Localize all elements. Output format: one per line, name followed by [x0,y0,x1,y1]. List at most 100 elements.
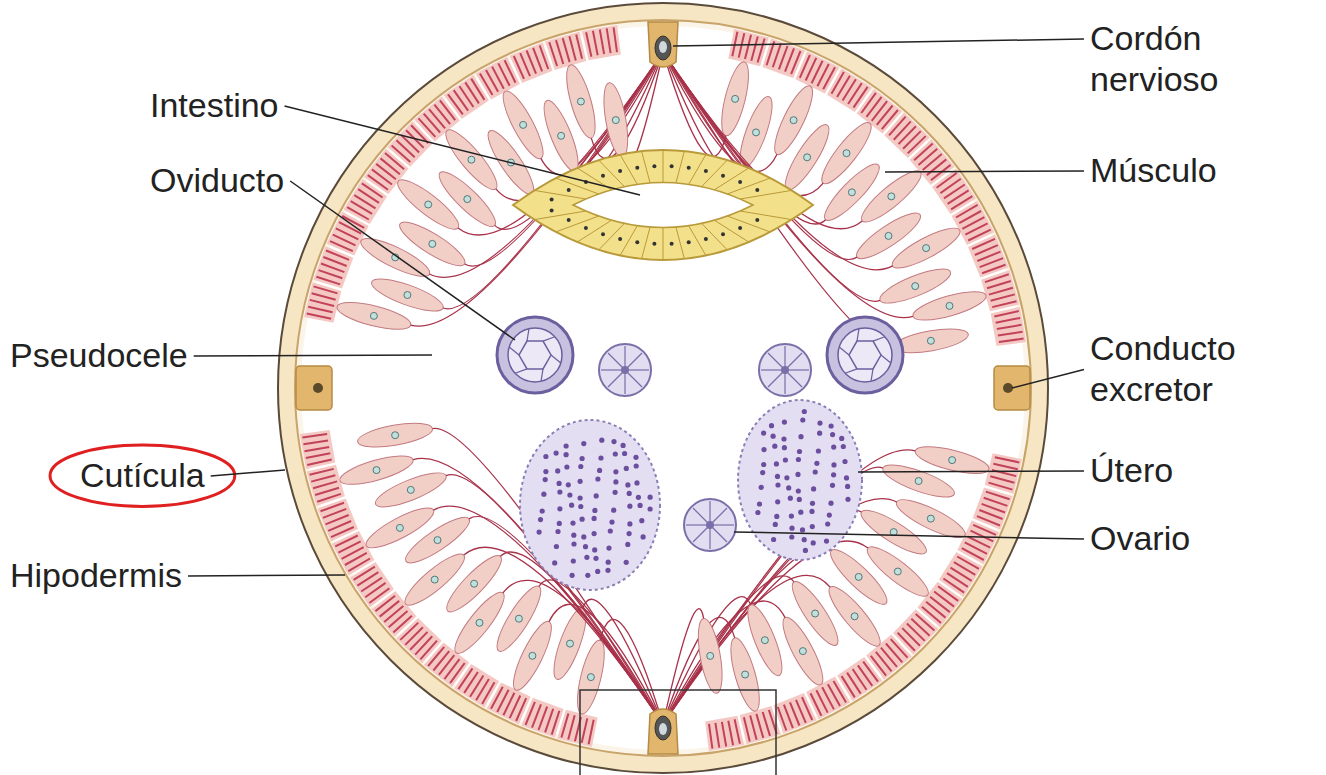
part-label: Hipodermis [10,555,182,596]
muscle-striation [396,140,414,157]
egg [798,510,803,515]
egg [624,466,629,471]
gut-cell-wall [702,160,728,187]
muscle-striation [986,492,1010,500]
intestine-wall [513,150,813,260]
egg [789,526,794,531]
leader-line [1012,370,1084,389]
muscle-arm [591,52,663,159]
muscle-striation [903,131,921,149]
egg [564,443,569,448]
oviduct-cells [541,369,543,381]
muscle-nucleus [894,568,901,575]
muscle-striation [944,185,965,199]
egg [608,528,613,533]
egg [798,434,803,439]
muscle-base [985,453,1022,494]
muscle-striation [312,293,336,300]
muscle-striation [919,149,938,165]
muscle-striation [586,32,591,57]
muscle-striation [545,709,553,733]
muscle-striation [315,488,339,495]
muscle-nucleus [927,337,934,344]
egg [830,483,835,488]
leader-lines [188,39,1084,576]
egg [552,560,557,565]
muscle-nucleus [742,671,749,678]
gut-cell-wall [599,160,625,187]
muscle-base [304,282,341,323]
egg [555,468,560,473]
muscle-striation [763,712,770,736]
egg [571,541,576,546]
muscle-nucleus [434,537,441,544]
muscle-nucleus [429,240,436,247]
muscle-nucleus [464,196,471,203]
muscle-striation [872,101,887,121]
part-label: Cutícula [80,455,205,496]
pseudocoel-space [301,26,1025,750]
muscle-striation [392,145,411,162]
gut-cell-wall [689,155,706,185]
egg [613,451,618,456]
gut-nucleus [635,166,639,170]
egg [571,558,576,563]
egg [592,516,597,521]
ovary-wall [599,344,651,396]
muscle-spindle [337,450,416,490]
egg [774,514,779,519]
egg [796,457,801,462]
egg [825,521,830,526]
egg [648,506,653,511]
muscle-striation [410,632,427,650]
egg [613,469,618,474]
excretory-canal [1003,383,1013,393]
egg [769,423,774,428]
egg [648,495,653,500]
oviduct-cells [845,369,857,373]
muscle-striation [434,105,450,125]
muscle-striation [593,31,598,56]
muscle-striation [778,707,787,731]
egg [554,451,559,456]
muscle-striation [576,35,582,59]
muscle-striation [444,659,459,679]
muscle-nucleus [396,524,403,531]
egg [570,573,575,578]
dorsal-nerve-cord [655,36,671,60]
ovary-core [781,366,789,374]
muscle-striation [994,311,1019,316]
oviduct-cells [519,341,551,369]
nerve-core [659,723,667,735]
egg [810,501,815,506]
egg [811,486,816,491]
egg [782,445,787,450]
muscle-striation [853,669,867,690]
gut-cell-wall [534,211,586,220]
muscle-nucleus [732,95,739,102]
muscle-striation [837,76,850,97]
egg [543,454,548,459]
organs [497,150,903,590]
muscle-striation [476,679,489,700]
gut-nucleus [567,188,571,192]
muscle-striation [454,90,468,110]
muscle-striation [358,189,379,203]
muscle-striation [889,117,906,136]
oviduct-cells [551,355,561,363]
egg [564,464,569,469]
egg [814,461,819,466]
egg [786,485,791,490]
muscle-striation [916,614,935,631]
hypodermis-ring [295,20,1031,756]
oviduct-wall [497,317,573,393]
oviduct-wall [827,317,903,393]
gut-cell-wall [702,223,728,250]
gut-nucleus [738,226,742,230]
muscle-striation [993,464,1017,470]
egg [634,463,639,468]
egg [795,472,800,477]
egg [638,503,643,508]
uterus-eggs [537,409,851,578]
muscle-striation [867,97,882,117]
